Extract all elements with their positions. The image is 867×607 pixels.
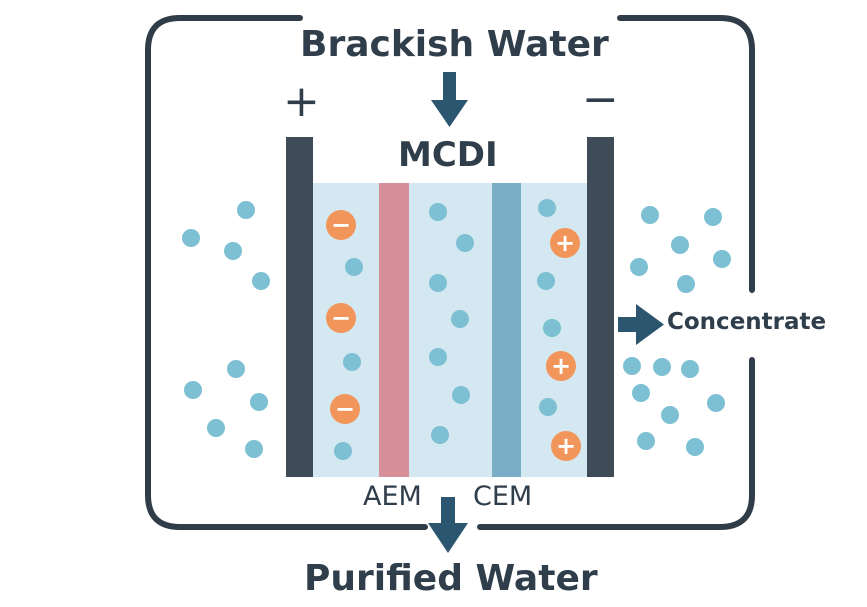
svg-text:−: − (331, 211, 351, 239)
cathode-electrode (587, 137, 614, 477)
ion-bead (539, 398, 557, 416)
anode-sign: + (283, 76, 320, 127)
concentrate-arrow (618, 304, 664, 345)
ion-bead (184, 381, 202, 399)
cem-membrane (492, 183, 521, 477)
outer-frame-right-top (617, 15, 755, 293)
ion-bead (452, 386, 470, 404)
anion-icon: − (326, 210, 356, 240)
ion-bead (429, 274, 447, 292)
outer-frame-right-bottom (477, 357, 755, 530)
ion-bead (707, 394, 725, 412)
ion-bead (713, 250, 731, 268)
outlet-arrow (428, 497, 468, 553)
ion-bead (250, 393, 268, 411)
inlet-label: Brackish Water (300, 24, 609, 65)
ion-bead (632, 384, 650, 402)
cation-icon: + (546, 351, 576, 381)
ion-bead (207, 419, 225, 437)
outer-frame (145, 15, 428, 530)
cathode-sign: − (582, 74, 619, 125)
aem-membrane (379, 183, 409, 477)
ion-bead (677, 275, 695, 293)
ion-bead (653, 358, 671, 376)
svg-text:+: + (551, 352, 571, 380)
cation-icon: + (551, 431, 581, 461)
ion-bead (334, 442, 352, 460)
ion-bead (245, 440, 263, 458)
device-label: MCDI (398, 135, 498, 175)
ion-bead (182, 229, 200, 247)
ion-bead (704, 208, 722, 226)
ion-bead (224, 242, 242, 260)
ion-bead (537, 272, 555, 290)
anion-icon: − (326, 303, 356, 333)
cation-group: + + + (546, 228, 581, 461)
ion-bead (343, 353, 361, 371)
ion-bead (538, 199, 556, 217)
svg-text:−: − (331, 304, 351, 332)
ion-bead (641, 206, 659, 224)
ion-bead (637, 432, 655, 450)
ion-bead (451, 310, 469, 328)
aem-label: AEM (363, 481, 422, 512)
anion-icon: − (330, 394, 360, 424)
ion-bead (681, 360, 699, 378)
cem-label: CEM (473, 481, 533, 512)
concentrate-label: Concentrate (667, 309, 827, 335)
ion-bead (623, 357, 641, 375)
svg-text:+: + (555, 229, 575, 257)
ion-bead (543, 319, 561, 337)
ion-bead (227, 360, 245, 378)
ion-bead (630, 258, 648, 276)
ion-bead (431, 426, 449, 444)
svg-text:−: − (335, 395, 355, 423)
ion-bead (237, 201, 255, 219)
ion-bead (429, 203, 447, 221)
cell-channel (312, 183, 588, 477)
outlet-label: Purified Water (304, 558, 598, 599)
anion-group: − − − (326, 210, 360, 424)
svg-text:+: + (556, 432, 576, 460)
ion-bead (686, 438, 704, 456)
ion-bead (661, 406, 679, 424)
cation-icon: + (550, 228, 580, 258)
inlet-arrow (431, 72, 468, 127)
ion-bead (252, 272, 270, 290)
anode-electrode (286, 137, 313, 477)
ion-bead (671, 236, 689, 254)
neutral-ions (182, 199, 731, 460)
ion-bead (429, 348, 447, 366)
ion-bead (345, 258, 363, 276)
ion-bead (456, 234, 474, 252)
